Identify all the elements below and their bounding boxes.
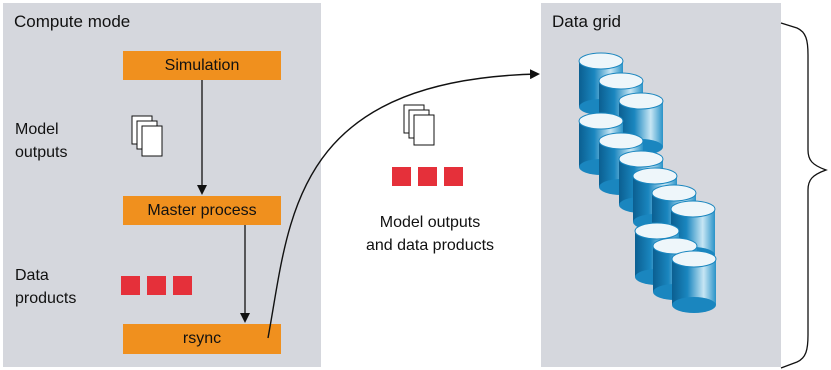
data-grid-title: Data grid [552, 12, 621, 31]
data-product-square [121, 276, 140, 295]
data-products-label-line2: products [15, 290, 77, 307]
data-product-square [173, 276, 192, 295]
transfer-data-product-square [444, 167, 463, 186]
document-stack-icon [131, 115, 163, 157]
transfer-caption: Model outputs and data products [330, 211, 530, 257]
compute-mode-title: Compute mode [14, 12, 131, 31]
transfer-caption-line2: and data products [365, 237, 495, 254]
model-outputs-label: Model outputs [15, 118, 67, 164]
transfer-caption-line1: Model outputs [379, 214, 481, 231]
master-process-box: Master process [123, 196, 281, 225]
model-outputs-label-line1: Model [15, 121, 59, 138]
simulation-box: Simulation [123, 51, 281, 80]
arrow-rsync-to-data-grid [267, 69, 540, 339]
data-product-square [147, 276, 166, 295]
data-products-label: Data products [15, 264, 76, 310]
data-products-label-line1: Data [15, 267, 49, 284]
disk-stack [578, 52, 717, 313]
transfer-data-product-square [418, 167, 437, 186]
right-brace [780, 22, 828, 369]
disk-cylinder-icon [671, 250, 717, 313]
document-stack-icon [403, 104, 435, 146]
transfer-data-product-square [392, 167, 411, 186]
rsync-box: rsync [123, 324, 281, 354]
model-outputs-label-line2: outputs [15, 144, 68, 161]
